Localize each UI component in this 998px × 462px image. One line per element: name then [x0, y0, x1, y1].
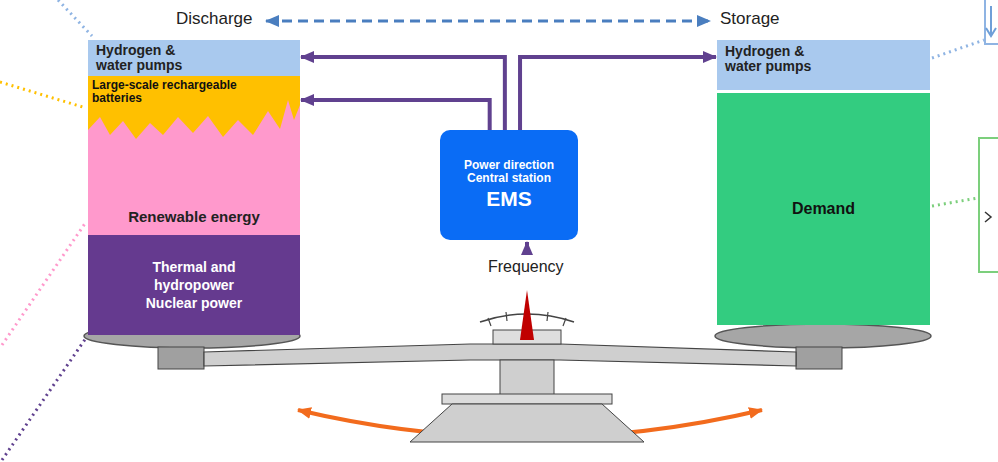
leader-line: [58, 0, 92, 36]
cropped-callout: [979, 138, 998, 272]
energy-box: Renewable energy: [88, 95, 300, 235]
box-text: Power direction Central station: [448, 159, 570, 187]
control-arrow: [301, 57, 505, 130]
box-text: Renewable energy: [128, 209, 260, 226]
energy-box: Hydrogen & water pumps: [717, 40, 930, 90]
scale-pan: [715, 324, 931, 348]
fulcrum-base: [410, 404, 644, 442]
diagram-label: Frequency: [488, 258, 564, 276]
box-text: Thermal and hydropower Nuclear power: [138, 258, 250, 313]
frequency-arrow: [525, 242, 529, 255]
jagged-fill: [88, 100, 300, 235]
fulcrum-post: [500, 360, 554, 396]
energy-box: Thermal and hydropower Nuclear power: [88, 235, 300, 335]
diagram-label: Storage: [720, 9, 780, 29]
arrow-glyph: [985, 212, 991, 222]
box-text: EMS: [486, 186, 532, 211]
diagram-label: Discharge: [176, 9, 253, 29]
box-text: Hydrogen & water pumps: [725, 44, 843, 73]
energy-box: Demand: [717, 93, 930, 325]
energy-box: Hydrogen & water pumps: [88, 40, 300, 76]
leader-line: [2, 222, 86, 345]
dashed-double-arrow: [266, 20, 710, 23]
gauge-needle: [520, 290, 534, 340]
pan-support: [796, 347, 842, 369]
fulcrum-plate: [442, 394, 612, 404]
box-text: Hydrogen & water pumps: [96, 43, 214, 72]
control-arrow: [301, 100, 490, 130]
box-text: Demand: [792, 199, 855, 218]
pan-support: [158, 347, 204, 369]
cropped-callout: [985, 0, 998, 44]
leader-line: [932, 198, 978, 206]
control-arrow: [520, 57, 716, 130]
box-text: Large-scale rechargeable batteries: [92, 79, 270, 105]
leader-line: [932, 40, 984, 58]
down-arrow: [986, 6, 996, 36]
leader-line: [2, 338, 86, 460]
energy-box: Power direction Central stationEMS: [440, 130, 578, 240]
leader-line: [0, 82, 86, 108]
